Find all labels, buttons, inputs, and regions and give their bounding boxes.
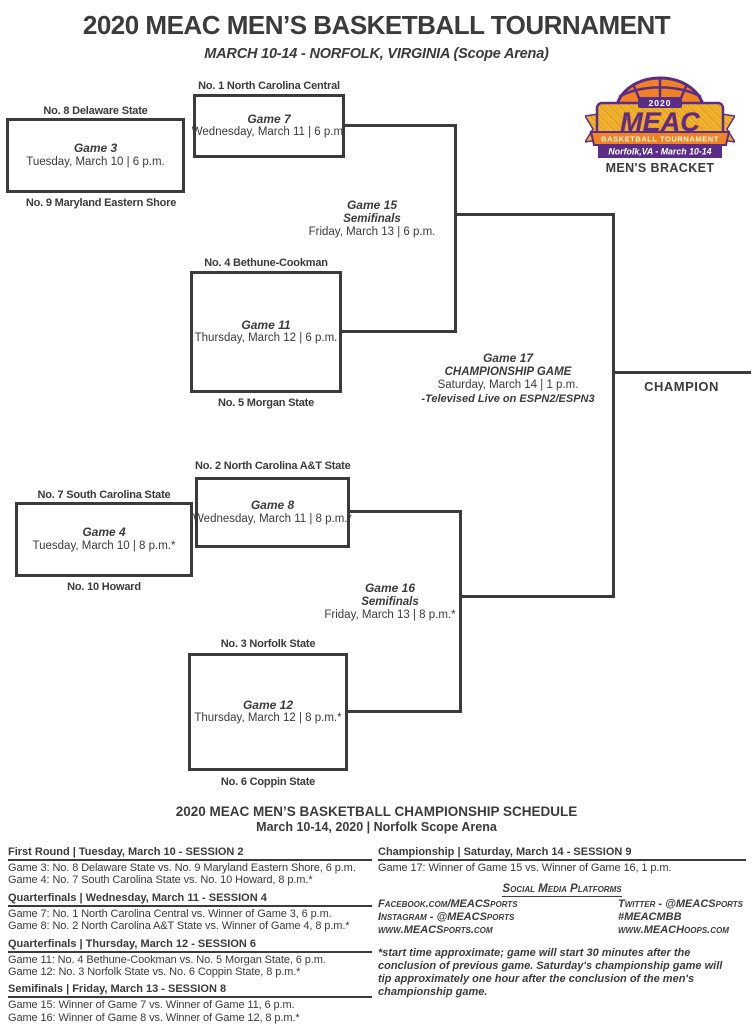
team-label-delaware-state: No. 8 Delaware State — [43, 105, 148, 117]
winner-line-game7 — [345, 124, 457, 127]
hashtag-label: #MEACMBB — [618, 911, 682, 924]
winner-line-game15 — [454, 213, 615, 216]
section-game-line: Game 8: No. 2 North Carolina A&T State v… — [8, 920, 350, 933]
section-heading: First Round | Tuesday, March 10 - SESSIO… — [8, 846, 372, 861]
team-label-north-carolina-at-state: No. 2 North Carolina A&T State — [195, 460, 351, 472]
section-game-line: Game 17: Winner of Game 15 vs. Winner of… — [378, 862, 672, 874]
schedule-section-semifinals: Semifinals | Friday, March 13 - SESSION … — [8, 983, 372, 1024]
game17-title: Game 17 — [482, 351, 534, 365]
schedule-section-quarterfinals-wed: Quarterfinals | Wednesday, March 11 - SE… — [8, 892, 372, 933]
team-label-north-carolina-central: No. 1 North Carolina Central — [198, 80, 340, 92]
schedule-subtitle: March 10-14, 2020 | Norfolk Scope Arena — [256, 820, 497, 834]
social-media-columns: Facebook.com/MEACSports Instagram - @MEA… — [378, 898, 746, 937]
social-left-column: Facebook.com/MEACSports Instagram - @MEA… — [378, 898, 618, 937]
start-time-disclaimer: *start time approximate; game will start… — [378, 947, 723, 999]
logo-year-banner — [638, 97, 682, 108]
game4-info: Tuesday, March 10 | 8 p.m.* — [32, 539, 176, 552]
game15-title: Game 15 — [346, 198, 398, 212]
schedule-right-column: Championship | Saturday, March 14 - SESS… — [378, 846, 746, 999]
game8-title: Game 8 — [250, 498, 295, 512]
winner-line-game12 — [348, 710, 462, 713]
section-game-line: Game 4: No. 7 South Carolina State vs. N… — [8, 874, 313, 887]
game16-text: Game 16 Semifinals Friday, March 13 | 8 … — [320, 581, 460, 623]
game11-box: Game 11 Thursday, March 12 | 6 p.m. — [190, 271, 342, 393]
team-label-south-carolina-state: No. 7 South Carolina State — [37, 489, 171, 501]
section-heading: Semifinals | Friday, March 13 - SESSION … — [8, 983, 372, 999]
facebook-link: Facebook.com/MEACSports — [378, 898, 518, 911]
page-subtitle: MARCH 10-14 - NORFOLK, VIRGINIA (Scope A… — [204, 46, 549, 62]
team-label-morgan-state: No. 5 Morgan State — [217, 397, 315, 409]
champion-label: CHAMPION — [644, 379, 719, 394]
instagram-link: Instagram - @MEACSports — [378, 911, 515, 924]
semifinal2-vertical-line — [459, 510, 462, 713]
game7-title: Game 7 — [247, 111, 291, 126]
game7-box: Game 7 Wednesday, March 11 | 6 p.m. — [191, 94, 347, 158]
game17-round: CHAMPIONSHIP GAME — [444, 365, 572, 378]
team-label-coppin-state: No. 6 Coppin State — [220, 776, 316, 788]
championship-vertical-line — [612, 213, 615, 598]
game12-info: Thursday, March 12 | 8 p.m.* — [194, 712, 342, 724]
winner-line-game8 — [350, 510, 462, 513]
section-heading: Quarterfinals | Thursday, March 12 - SES… — [8, 938, 372, 953]
team-label-maryland-eastern-shore: No. 9 Maryland Eastern Shore — [25, 197, 177, 209]
schedule-title: 2020 MEAC MEN’S BASKETBALL CHAMPIONSHIP … — [175, 804, 578, 819]
game17-note: -Televised Live on ESPN2/ESPN3 — [421, 392, 595, 405]
schedule-section-quarterfinals-thu: Quarterfinals | Thursday, March 12 - SES… — [8, 938, 372, 979]
section-game-line: Game 7: No. 1 North Carolina Central vs.… — [8, 907, 332, 920]
game15-round: Semifinals — [343, 212, 401, 225]
team-label-bethune-cookman: No. 4 Bethune-Cookman — [204, 257, 328, 269]
game15-text: Game 15 Semifinals Friday, March 13 | 6 … — [297, 198, 447, 240]
game3-title: Game 3 — [73, 141, 118, 155]
semifinal1-vertical-line — [454, 124, 457, 333]
game12-title: Game 12 — [242, 697, 294, 712]
game15-info: Friday, March 13 | 6 p.m. — [308, 226, 436, 238]
game11-title: Game 11 — [241, 317, 291, 332]
meachoops-link: www.MEACHoops.com — [618, 924, 729, 937]
meac-logo: 2020 MEAC BASKETBALL TOURNAMENT Norfolk,… — [585, 76, 735, 158]
section-game-line: Game 11: No. 4 Bethune-Cookman vs. No. 5… — [8, 953, 326, 966]
team-label-norfolk-state: No. 3 Norfolk State — [220, 638, 316, 650]
game3-info: Tuesday, March 10 | 6 p.m. — [26, 155, 165, 168]
winner-line-game16 — [459, 595, 615, 598]
logo-orange-banner — [589, 131, 731, 146]
logo-purple-banner — [598, 145, 722, 158]
logo-location: Norfolk,VA - March 10-14 — [608, 147, 711, 157]
game4-box: Game 4 Tuesday, March 10 | 8 p.m.* — [15, 502, 193, 577]
game3-box: Game 3 Tuesday, March 10 | 6 p.m. — [6, 118, 185, 193]
game11-info: Thursday, March 12 | 6 p.m. — [194, 332, 338, 344]
section-game-line: Game 12: No. 3 Norfolk State vs. No. 6 C… — [8, 966, 301, 979]
game17-info: Saturday, March 14 | 1 p.m. — [437, 379, 579, 391]
game16-info: Friday, March 13 | 8 p.m.* — [324, 609, 456, 621]
section-game-line: Game 15: Winner of Game 7 vs. Winner of … — [8, 999, 295, 1012]
twitter-link: Twitter - @MEACSports — [618, 898, 744, 911]
game8-info: Wednesday, March 11 | 8 p.m.* — [193, 512, 352, 525]
game7-info: Wednesday, March 11 | 6 p.m. — [191, 126, 347, 138]
social-media-heading: Social Media Platforms — [378, 883, 746, 898]
meacsports-link: www.MEACSports.com — [378, 924, 493, 937]
section-game-line: Game 16: Winner of Game 8 vs. Winner of … — [8, 1011, 300, 1024]
social-media-heading-text: Social Media Platforms — [502, 883, 622, 898]
team-label-howard: No. 10 Howard — [67, 581, 141, 593]
page-title: 2020 MEAC MEN’S BASKETBALL TOURNAMENT — [82, 10, 671, 40]
winner-line-game11 — [342, 330, 457, 333]
game12-box: Game 12 Thursday, March 12 | 8 p.m.* — [188, 653, 348, 771]
mens-bracket-caption: MEN'S BRACKET — [605, 161, 715, 175]
social-right-column: Twitter - @MEACSports #MEACMBB www.MEACH… — [618, 898, 746, 937]
game4-title: Game 4 — [82, 525, 126, 539]
game17-text: Game 17 CHAMPIONSHIP GAME Saturday, Marc… — [421, 351, 595, 406]
logo-year: 2020 — [649, 98, 672, 108]
game16-round: Semifinals — [361, 595, 419, 608]
schedule-left-column: First Round | Tuesday, March 10 - SESSIO… — [8, 846, 372, 1024]
section-game-line: Game 3: No. 8 Delaware State vs. No. 9 M… — [8, 862, 356, 874]
logo-banner-text: BASKETBALL TOURNAMENT — [601, 135, 719, 144]
section-heading: Championship | Saturday, March 14 - SESS… — [378, 846, 746, 861]
game16-title: Game 16 — [364, 581, 416, 595]
section-heading: Quarterfinals | Wednesday, March 11 - SE… — [8, 892, 372, 907]
schedule-section-first-round: First Round | Tuesday, March 10 - SESSIO… — [8, 846, 372, 887]
champion-line — [612, 371, 751, 374]
game8-box: Game 8 Wednesday, March 11 | 8 p.m.* — [193, 477, 352, 548]
schedule-section-championship: Championship | Saturday, March 14 - SESS… — [378, 846, 746, 874]
